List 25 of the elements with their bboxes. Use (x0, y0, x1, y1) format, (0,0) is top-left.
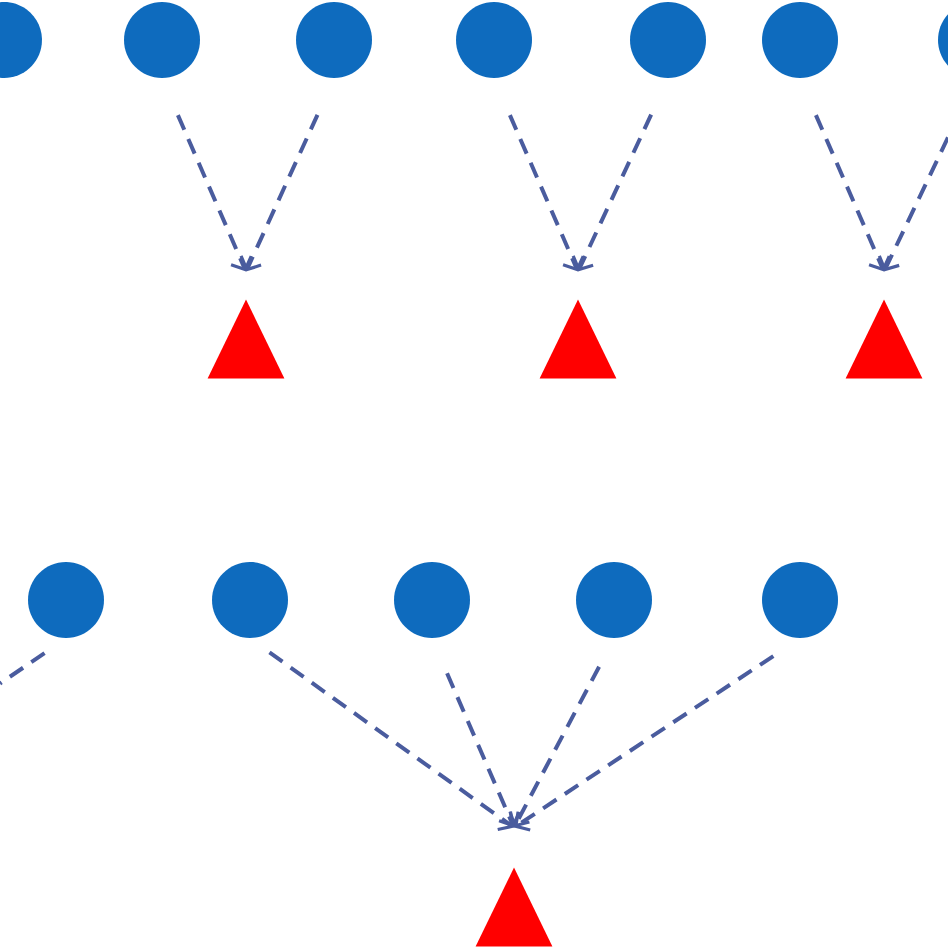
dashed-arrow (239, 114, 320, 272)
triangle (539, 299, 617, 379)
circle (394, 562, 470, 638)
circle (28, 562, 104, 638)
dashed-line (0, 651, 46, 686)
circle (456, 2, 532, 78)
circle (576, 562, 652, 638)
circle (296, 2, 372, 78)
circle (762, 562, 838, 638)
dashed-arrow (571, 113, 653, 272)
circle (630, 2, 706, 78)
triangle (207, 299, 285, 379)
circle (212, 562, 288, 638)
dashed-arrow (268, 650, 514, 832)
dashed-arrow (508, 114, 585, 272)
dashed-arrow (877, 136, 948, 272)
dashed-arrow (814, 114, 891, 272)
dashed-arrow (514, 654, 775, 832)
dashed-arrow (508, 665, 601, 828)
triangle (475, 867, 553, 947)
circle (762, 2, 838, 78)
dashed-arrow (176, 114, 253, 272)
triangle (845, 299, 923, 379)
circle (124, 2, 200, 78)
dashed-arrow (445, 672, 521, 828)
